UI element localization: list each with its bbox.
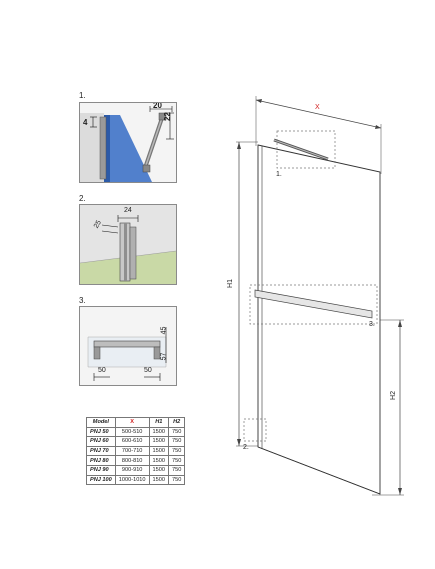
cell-x: 500-510 — [114, 426, 150, 438]
spec-table-header: Model X H1 H2 — [86, 417, 186, 428]
detail-2-panel: 25 24 — [79, 204, 177, 285]
detail-3-dim-v2: 57 — [160, 352, 168, 361]
cell-x: 600-610 — [114, 436, 150, 447]
x-label: X — [315, 104, 320, 111]
h1-label: H1 — [226, 279, 234, 288]
col-h2: H2 — [167, 417, 186, 428]
stabilizer-bar-main — [273, 138, 329, 161]
callout-box-1 — [276, 130, 336, 169]
cell-h2: 750 — [167, 445, 186, 457]
detail-3-drawing — [80, 307, 176, 385]
detail-1-dim-left: 4 — [83, 118, 88, 127]
cell-model: PNJ 100 — [86, 474, 116, 486]
cell-x: 700-710 — [114, 445, 150, 457]
col-h1: H1 — [148, 417, 170, 428]
glass-panel — [104, 115, 152, 182]
cell-h2: 750 — [167, 455, 186, 466]
detail-2-dim-b: 24 — [124, 207, 132, 214]
detail-2-drawing — [80, 205, 176, 284]
cell-h2: 750 — [167, 436, 186, 447]
detail-1-dim-right: 22 — [163, 112, 172, 121]
detail-3-panel: 50 50 45 57 — [79, 306, 177, 386]
detail-3-dim-left: 50 — [98, 367, 106, 374]
detail-2-label: 2. — [79, 194, 86, 203]
callout-3-label: 3. — [369, 321, 375, 328]
callout-box-3 — [249, 284, 378, 325]
detail-1-drawing — [80, 103, 176, 182]
cell-x: 900-910 — [114, 464, 150, 476]
cell-model: PNJ 80 — [86, 455, 116, 466]
cell-h2: 750 — [167, 464, 186, 476]
detail-3-label: 3. — [79, 296, 86, 305]
cell-x: 800-810 — [114, 455, 150, 466]
callout-box-2 — [243, 418, 267, 442]
detail-1-label: 1. — [79, 91, 86, 100]
cell-h1: 1500 — [148, 464, 170, 476]
wall-profile — [99, 116, 107, 180]
col-model: Model — [86, 417, 116, 428]
detail-3-dim-v1: 45 — [160, 326, 168, 335]
cell-model: PNJ 50 — [86, 426, 116, 438]
callout-1-label: 1. — [276, 171, 282, 178]
glass-panel-main — [257, 144, 381, 495]
cell-model: PNJ 90 — [86, 464, 116, 476]
h2-label: H2 — [389, 391, 397, 400]
detail-3-dim-right: 50 — [144, 367, 152, 374]
cell-h1: 1500 — [148, 436, 170, 447]
cell-h1: 1500 — [148, 426, 170, 438]
detail-1-panel: 20 4 22 — [79, 102, 177, 183]
detail-1-dim-top: 20 — [153, 102, 162, 110]
cell-model: PNJ 70 — [86, 445, 116, 457]
cell-model: PNJ 60 — [86, 436, 116, 447]
towel-bar — [93, 340, 161, 348]
cell-h1: 1500 — [148, 474, 170, 486]
cell-x: 1000-1010 — [114, 474, 150, 486]
towel-bar-main — [254, 289, 373, 319]
cell-h2: 750 — [167, 426, 186, 438]
cell-h1: 1500 — [148, 445, 170, 457]
cell-h2: 750 — [167, 474, 186, 486]
callout-2-label: 2. — [243, 444, 249, 451]
col-x: X — [114, 417, 150, 428]
cell-h1: 1500 — [148, 455, 170, 466]
